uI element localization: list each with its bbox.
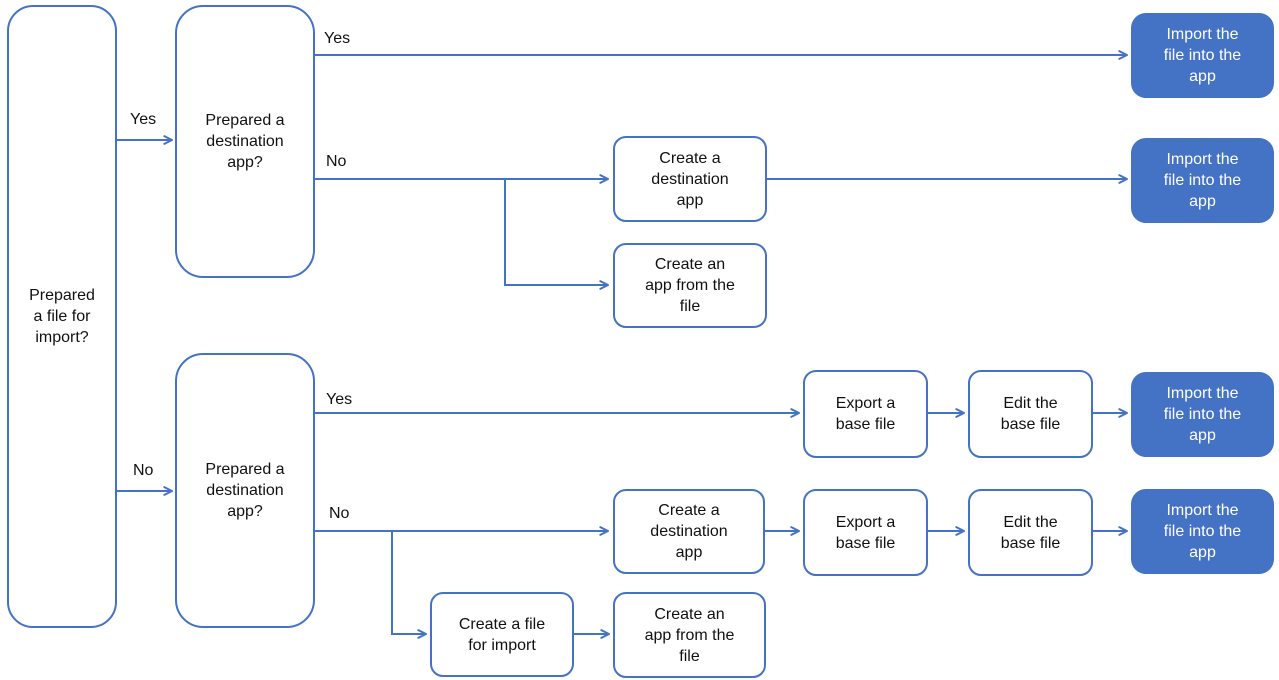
node-label: Export a base file: [835, 395, 896, 433]
node-label: Create a destination app: [650, 502, 728, 561]
node-label: Import the file into the app: [1163, 26, 1242, 85]
node-label: Export a base file: [835, 513, 896, 552]
node-label: Import the file into the app: [1163, 385, 1242, 444]
node-export-base-file-1: Export a base file: [803, 370, 928, 458]
node-prepared-destination-question-bottom: Prepared a destination app?: [175, 353, 315, 628]
node-edit-base-file-1: Edit the base file: [968, 370, 1093, 458]
node-prepared-file-question: Prepared a file for import?: [7, 5, 117, 628]
edge-label-dest-top-yes: Yes: [324, 30, 351, 47]
node-label: Create an app from the file: [645, 256, 735, 315]
node-import-file-top-yes: Import the file into the app: [1131, 13, 1274, 98]
edge-label-file-no: No: [133, 462, 154, 479]
node-create-destination-app-top: Create a destination app: [613, 136, 767, 222]
node-prepared-destination-question-top: Prepared a destination app?: [175, 5, 315, 278]
node-import-file-bottom-no: Import the file into the app: [1131, 489, 1274, 574]
node-label: Edit the base file: [1000, 513, 1061, 552]
edge-branch-to-create-file: [391, 531, 427, 639]
node-label: Prepared a destination app?: [205, 461, 285, 520]
node-create-destination-app-bottom: Create a destination app: [613, 489, 765, 574]
node-label: Edit the base file: [1000, 395, 1061, 433]
edge-label-dest-bottom-no: No: [329, 505, 350, 522]
node-label: Prepared a file for import?: [29, 287, 95, 346]
node-label: Create a file for import: [458, 615, 546, 654]
node-export-base-file-2: Export a base file: [803, 489, 928, 576]
node-create-file-for-import: Create a file for import: [430, 592, 574, 677]
node-label: Create a destination app: [651, 149, 729, 209]
node-import-file-bottom-yes: Import the file into the app: [1131, 372, 1274, 457]
node-create-app-from-file-bottom: Create an app from the file: [613, 592, 766, 678]
edge-label-dest-bottom-yes: Yes: [326, 391, 353, 408]
node-edit-base-file-2: Edit the base file: [968, 489, 1093, 576]
node-label: Import the file into the app: [1163, 151, 1242, 210]
edge-label-file-yes: Yes: [130, 111, 157, 128]
node-create-app-from-file-top: Create an app from the file: [613, 243, 767, 328]
edge-label-dest-top-no: No: [326, 153, 347, 170]
node-label: Import the file into the app: [1163, 502, 1242, 561]
node-import-file-top-no: Import the file into the app: [1131, 138, 1274, 223]
node-label: Prepared a destination app?: [205, 112, 285, 171]
edge-branch-to-create-app-top: [504, 179, 609, 290]
node-label: Create an app from the file: [644, 605, 735, 665]
